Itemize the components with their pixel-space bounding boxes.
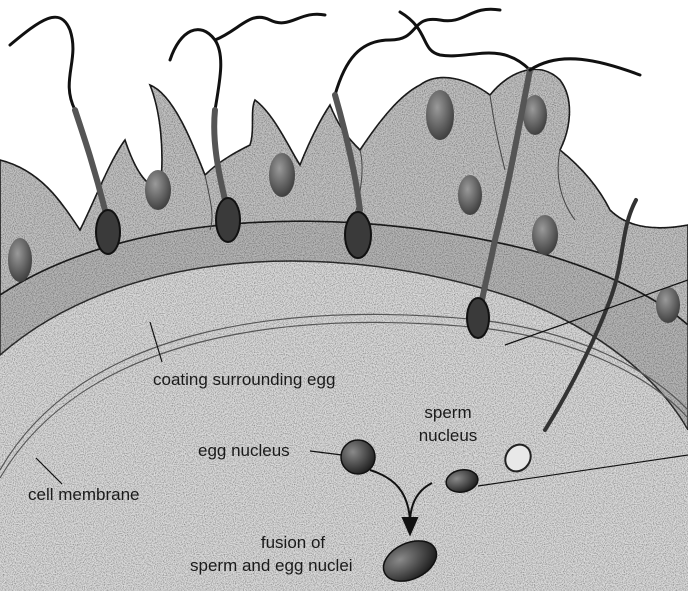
fusion-label-line2: sperm and egg nuclei <box>190 557 353 576</box>
coating-label: coating surrounding egg <box>153 371 335 390</box>
sperm-nucleus-label-line2: nucleus <box>418 427 478 446</box>
egg-nucleus <box>341 440 375 474</box>
egg-nucleus-label: egg nucleus <box>198 442 290 461</box>
cell-membrane-label: cell membrane <box>28 486 140 505</box>
sperm-nucleus-label-line1: sperm <box>418 404 478 423</box>
fusion-label-line1: fusion of <box>238 534 348 553</box>
